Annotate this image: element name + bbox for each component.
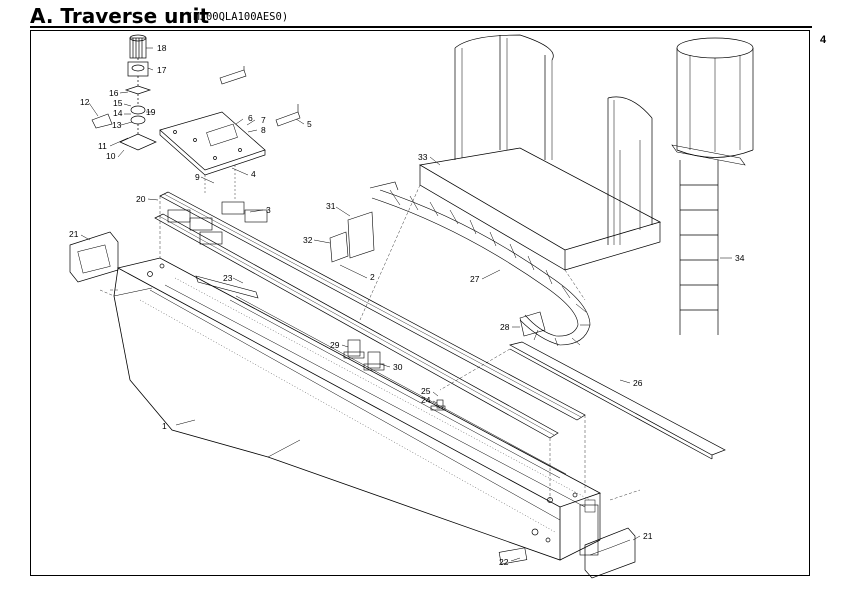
page-title: A. Traverse unit	[30, 4, 210, 28]
callout-label: 6	[248, 113, 253, 123]
callout-label: 34	[735, 253, 745, 263]
callout-label: 30	[393, 362, 403, 372]
callout-label: 18	[157, 43, 167, 53]
header-rule	[30, 26, 812, 28]
name-plate-part	[498, 547, 528, 565]
callout-label: 27	[470, 274, 480, 284]
callout-label: 5	[307, 119, 312, 129]
callout-label: 33	[418, 152, 428, 162]
limit-switch-part	[343, 339, 446, 411]
callout-label: 20	[136, 194, 146, 204]
callout-label: 32	[303, 235, 313, 245]
callout-label: 28	[500, 322, 510, 332]
callout-label: 21	[69, 229, 79, 239]
drawing-frame	[30, 30, 810, 576]
linear-rail-part	[154, 191, 586, 439]
callout-label: 11	[98, 141, 107, 151]
gear-motor-assembly	[91, 34, 157, 151]
callout-label: 31	[326, 201, 336, 211]
page-header: A. Traverse unit (M300QLA100AES0)	[30, 4, 812, 28]
cable-chain-part	[369, 181, 591, 347]
page-number: 4	[820, 34, 827, 46]
callout-label: 1	[162, 421, 167, 431]
callout-label: 10	[106, 151, 116, 161]
base-beam-part	[113, 257, 601, 561]
callout-label: 16	[109, 88, 119, 98]
chain-bracket-part	[329, 211, 375, 263]
end-cap-part	[69, 231, 636, 579]
chain-holder-part	[519, 311, 546, 337]
callout-label: 8	[261, 125, 266, 135]
callout-label: 24	[421, 395, 431, 405]
bracket-part	[219, 66, 301, 127]
callout-label: 15	[113, 98, 123, 108]
ladder-part	[671, 37, 754, 335]
callout-label: 12	[80, 97, 90, 107]
callout-label: 25	[421, 386, 431, 396]
linear-block-part	[167, 201, 268, 245]
callout-label: 26	[633, 378, 643, 388]
cover-strip-part	[509, 341, 726, 460]
callout-label: 14	[113, 108, 123, 118]
leader-lines	[80, 47, 732, 562]
gear-rack-part	[195, 275, 259, 299]
callout-label: 29	[330, 340, 340, 350]
callout-label: 22	[499, 557, 509, 567]
alignment-lines	[99, 184, 641, 501]
callout-label: 3	[266, 205, 271, 215]
callout-label: 2	[370, 272, 375, 282]
callout-label: 4	[251, 169, 256, 179]
callout-label: 19	[146, 107, 156, 117]
callout-label: 21	[643, 531, 653, 541]
platform-part	[418, 34, 662, 271]
callout-labels: 1 2 3 4 5 6 7 8 9 10 11 12 13 14 15 16 1…	[69, 43, 745, 567]
carriage-plate-part	[159, 111, 266, 200]
callout-label: 7	[261, 115, 266, 125]
callout-label: 17	[157, 65, 167, 75]
callout-label: 13	[112, 120, 122, 130]
model-code: (M300QLA100AES0)	[187, 11, 289, 23]
callout-label: 9	[195, 172, 200, 182]
callout-label: 23	[223, 273, 233, 283]
